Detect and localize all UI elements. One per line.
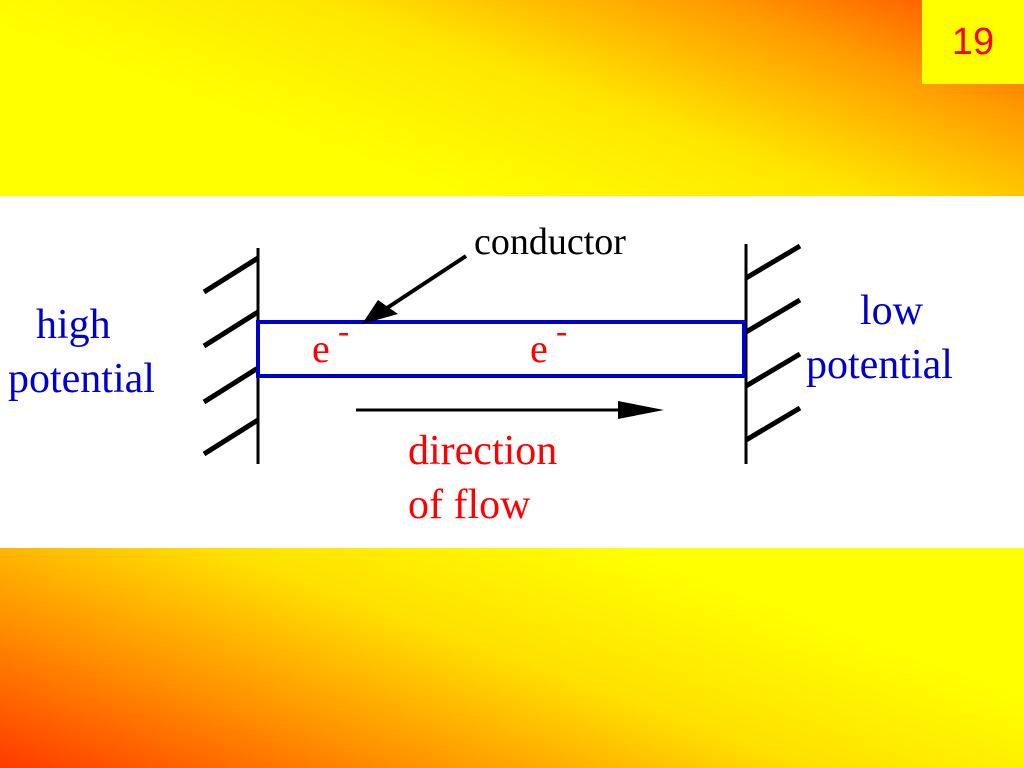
direction-label-line1: direction bbox=[408, 428, 557, 474]
direction-label-line2: of flow bbox=[408, 482, 531, 528]
high-potential-label-line1: high bbox=[36, 302, 111, 348]
right-wall bbox=[744, 243, 802, 464]
background-bottom bbox=[0, 548, 1024, 768]
conductor-pointer-arrow bbox=[362, 254, 468, 324]
low-potential-label-line1: low bbox=[860, 288, 924, 334]
electron-charge-1: - bbox=[338, 313, 349, 350]
conductor-bar bbox=[256, 320, 746, 378]
conductor-label: conductor bbox=[474, 221, 626, 263]
electron-charge-2: - bbox=[556, 313, 567, 350]
electron-label-1: e bbox=[312, 326, 330, 371]
high-potential-label-line2: potential bbox=[8, 356, 155, 402]
electron-label-2: e bbox=[530, 326, 548, 371]
background-top bbox=[0, 0, 1024, 196]
low-potential-label-line2: potential bbox=[806, 342, 953, 388]
left-wall bbox=[202, 248, 260, 464]
slide-number: 19 bbox=[922, 0, 1024, 84]
direction-arrow bbox=[356, 401, 664, 419]
conductor-diagram: conductor high potential low potential e… bbox=[0, 196, 1024, 548]
diagram-svg: conductor high potential low potential e… bbox=[8, 221, 953, 528]
